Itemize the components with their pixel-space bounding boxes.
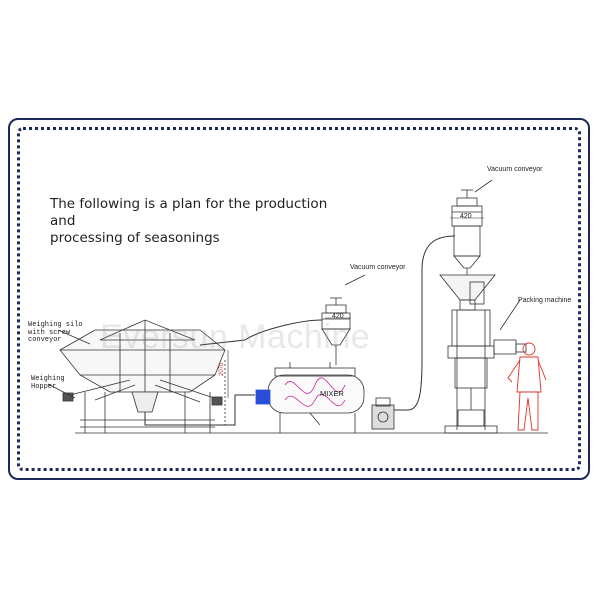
label-vacuum-conveyor-middle: Vacuum conveyor	[350, 264, 406, 271]
mixer-label: MIXER	[320, 389, 344, 398]
dimension-420-middle: 420	[332, 313, 344, 320]
heading-line-2: processing of seasonings	[50, 230, 220, 246]
label-weighing-hopper-line-1: Weighing	[31, 375, 65, 383]
vacuum-conveyor-right	[451, 179, 493, 278]
ribbon-mixer	[255, 362, 365, 433]
label-weighing-hopper: Weighing Hopper	[31, 375, 65, 391]
label-weighing-silo-line-3: conveyor	[28, 336, 62, 344]
label-weighing-silo-line-2: with screw	[28, 328, 71, 337]
heading-line-1: The following is a plan for the producti…	[50, 196, 328, 229]
vacuum-conveyor-middle	[321, 274, 366, 365]
operator-figure	[507, 342, 547, 431]
dotted-border	[17, 127, 581, 471]
label-weighing-silo: Weighing silo with screw conveyor	[28, 321, 83, 345]
packing-machine	[439, 274, 527, 434]
label-vacuum-conveyor-right: Vacuum conveyor	[487, 166, 543, 173]
label-packing-machine: Packing machine	[518, 297, 572, 304]
diagram-heading: The following is a plan for the producti…	[50, 196, 350, 247]
weighing-silos	[47, 319, 226, 433]
watermark: Eversun Machine	[100, 318, 371, 356]
label-weighing-silo-line-1: Weighing silo	[28, 321, 83, 329]
vacuum-pump	[371, 397, 395, 430]
dimension-vertical: 2070	[219, 362, 225, 376]
label-weighing-hopper-line-2: Hopper	[31, 382, 57, 391]
dimension-420-right: 420	[460, 213, 472, 220]
